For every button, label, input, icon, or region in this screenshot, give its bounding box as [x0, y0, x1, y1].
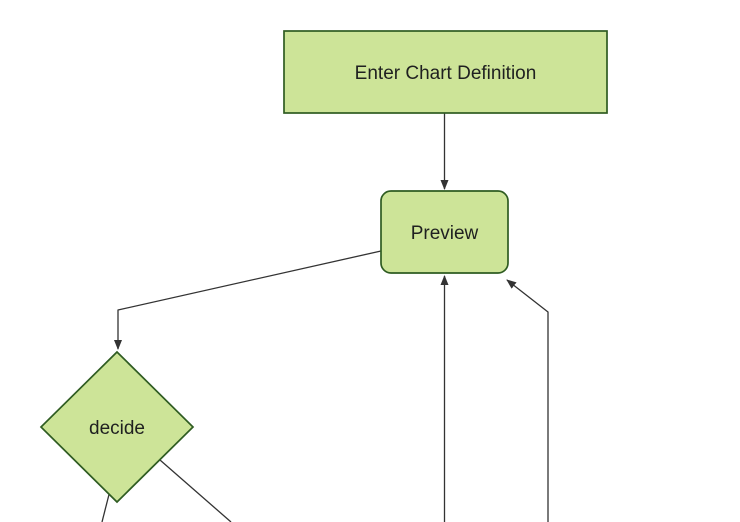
node-preview: Preview — [380, 190, 509, 274]
node-decide-label: decide — [89, 418, 145, 439]
node-decide-shape — [39, 350, 195, 504]
edge-offscreen-bottom-right-to-preview — [506, 279, 549, 522]
node-preview-label: Preview — [411, 223, 479, 244]
edge-decide-to-offscreen-bottom-left — [101, 494, 110, 522]
edge-preview-to-decide — [114, 250, 382, 350]
edge-decide-to-offscreen-bottom-right — [159, 459, 232, 522]
node-preview-shape — [380, 190, 509, 274]
node-enter-chart-definition-shape — [283, 30, 608, 114]
node-enter-chart-definition-label: Enter Chart Definition — [355, 63, 537, 84]
node-decide: decide — [39, 350, 195, 504]
node-enter-chart-definition: Enter Chart Definition — [283, 30, 608, 114]
